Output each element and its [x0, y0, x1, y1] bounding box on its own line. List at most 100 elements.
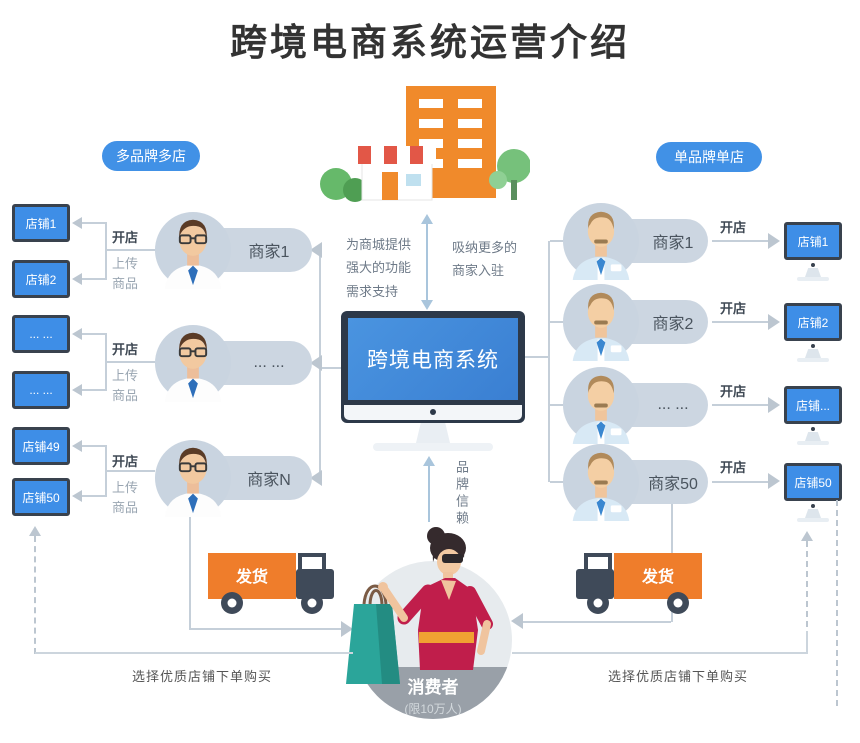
arrow-up-icon [421, 214, 433, 224]
arrow-left-icon [310, 242, 322, 258]
connector-line [82, 222, 105, 224]
connector-line [525, 356, 548, 358]
ship-label: 发货 [235, 567, 268, 586]
arrow-left-icon [72, 490, 82, 502]
connector-line [550, 240, 564, 242]
monitor-stand [805, 349, 821, 358]
connector-line [712, 404, 770, 406]
arrow-left-icon [310, 470, 322, 486]
open-store-label: 开店 [112, 342, 139, 357]
store-screen: 店铺50 [784, 463, 842, 501]
arrow-right-icon [768, 473, 780, 489]
monitor-stand [805, 509, 821, 518]
connector-line [550, 321, 564, 323]
monitor-button-icon [430, 409, 436, 415]
consumer-limit: (限10万人) [404, 702, 462, 716]
connector-line [319, 367, 341, 369]
connector-line [105, 222, 107, 280]
consumer-label: 消费者 [407, 678, 459, 697]
monitor-base [797, 441, 829, 445]
open-store-label: 开店 [720, 460, 747, 475]
open-store-label: 开店 [112, 230, 139, 245]
truck-illustration: 发货 [576, 553, 702, 614]
purchase-flow-dashed-line [34, 536, 36, 654]
attract-text: 吸纳更多的商家入驻 [452, 240, 518, 279]
connector-line [105, 249, 155, 251]
merchant-avatar [562, 202, 640, 280]
arrow-right-icon [768, 397, 780, 413]
truck-illustration: 发货 [208, 553, 334, 614]
arrow-right-icon [768, 233, 780, 249]
purchase-flow-line [512, 652, 808, 654]
consumer-illustration [346, 527, 493, 684]
purchase-flow-line [806, 631, 808, 653]
badge-single-brand: 单品牌单店 [656, 142, 762, 172]
arrow-right-icon [768, 314, 780, 330]
connector-line [550, 404, 564, 406]
badge-multi-brand: 多品牌多店 [102, 141, 200, 171]
monitor-base [797, 518, 829, 522]
open-store-label: 开店 [720, 384, 747, 399]
merchant-avatar [154, 211, 232, 289]
system-merchant-trunk [548, 241, 550, 482]
connector-line [523, 621, 671, 623]
merchant-avatar [562, 366, 640, 444]
connector-line [82, 333, 105, 335]
merchant-avatar [562, 283, 640, 361]
building-system-arrow-line [426, 224, 428, 300]
brand-trust-label: 品牌信赖 [454, 460, 469, 528]
store-screen: 店铺... [784, 386, 842, 424]
store-screen: ... ... [12, 371, 70, 409]
purchase-text: 选择优质店铺下单购买 [608, 669, 749, 684]
store-screen: 店铺50 [12, 478, 70, 516]
monitor-base [797, 358, 829, 362]
purchase-flow-line [35, 652, 353, 654]
store-screen: 店铺1 [12, 204, 70, 242]
arrow-left-icon [72, 440, 82, 452]
store-screen: 店铺2 [784, 303, 842, 341]
arrow-left-icon [72, 384, 82, 396]
merchant-avatar [154, 439, 232, 517]
upload-goods-label: 上传商品 [112, 256, 139, 291]
arrow-left-icon [72, 217, 82, 229]
arrow-left-icon [310, 355, 322, 371]
connector-line [82, 445, 105, 447]
connector-line [82, 389, 105, 391]
arrow-left-icon [72, 328, 82, 340]
open-store-label: 开店 [720, 301, 747, 316]
monitor-button-icon [811, 344, 815, 348]
store-screen: 店铺1 [784, 222, 842, 260]
building-illustration [320, 86, 530, 202]
store-screen: 店铺2 [12, 260, 70, 298]
connector-line [550, 481, 564, 483]
monitor-stand [416, 423, 450, 443]
connector-line [82, 495, 105, 497]
system-screen-title: 跨境电商系统 [348, 318, 518, 400]
monitor-base [797, 277, 829, 281]
open-store-label: 开店 [112, 454, 139, 469]
monitor-base [373, 443, 493, 451]
upload-goods-label: 上传商品 [112, 480, 139, 515]
store-screen: 店铺49 [12, 427, 70, 465]
monitor-stand [805, 432, 821, 441]
monitor-button-icon [811, 427, 815, 431]
monitor-button-icon [811, 263, 815, 267]
monitor-button-icon [811, 504, 815, 508]
monitor-stand [805, 268, 821, 277]
connector-line [712, 481, 770, 483]
arrow-up-icon [29, 526, 41, 536]
purchase-flow-dashed-line [806, 541, 808, 627]
arrow-left-icon [511, 613, 523, 629]
connector-line [105, 470, 155, 472]
connector-line [712, 321, 770, 323]
connector-line [189, 517, 191, 629]
support-text: 为商城提供强大的功能需求支持 [346, 237, 412, 299]
page-title: 跨境电商系统运营介绍 [230, 22, 630, 63]
ship-label: 发货 [641, 567, 674, 586]
arrow-right-icon [341, 621, 353, 637]
open-store-label: 开店 [720, 220, 747, 235]
arrow-up-icon [801, 531, 813, 541]
arrow-left-icon [72, 273, 82, 285]
upload-goods-label: 上传商品 [112, 368, 139, 403]
